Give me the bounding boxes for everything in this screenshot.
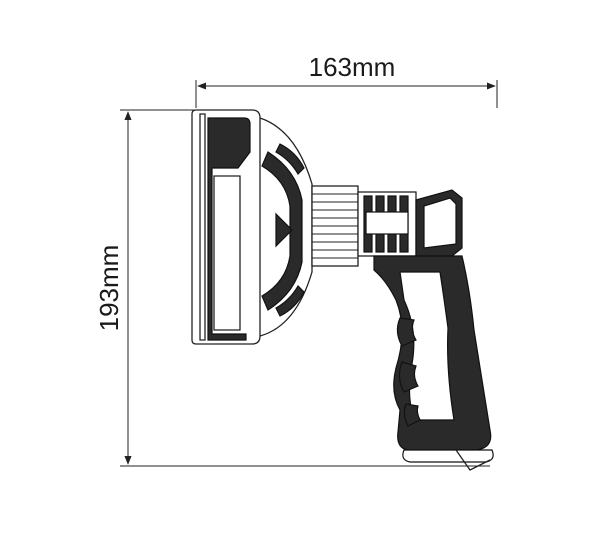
grip-finger-2 (398, 361, 419, 393)
housing-vent-top (275, 143, 305, 175)
switch-collar (357, 191, 417, 257)
housing-band (261, 151, 303, 311)
rear-cap-highlight (423, 197, 457, 249)
spotlight-drawing (191, 109, 494, 471)
ribbed-neck (311, 185, 359, 267)
grip-heel (455, 449, 491, 471)
grip-base (402, 449, 494, 463)
width-dimension: 163mm (195, 52, 498, 108)
height-dimension: 193mm (94, 109, 490, 467)
rim-inner-frame (207, 117, 251, 341)
grip-finger-3 (403, 403, 421, 427)
lens-face (199, 113, 206, 341)
lens-rim (191, 109, 261, 345)
rim-inner-slot (213, 175, 241, 331)
housing-vent-bottom (275, 285, 305, 317)
grip-finger-1 (396, 317, 417, 347)
width-label: 163mm (309, 52, 396, 82)
height-label: 193mm (94, 245, 124, 332)
housing-arrow (275, 212, 293, 248)
